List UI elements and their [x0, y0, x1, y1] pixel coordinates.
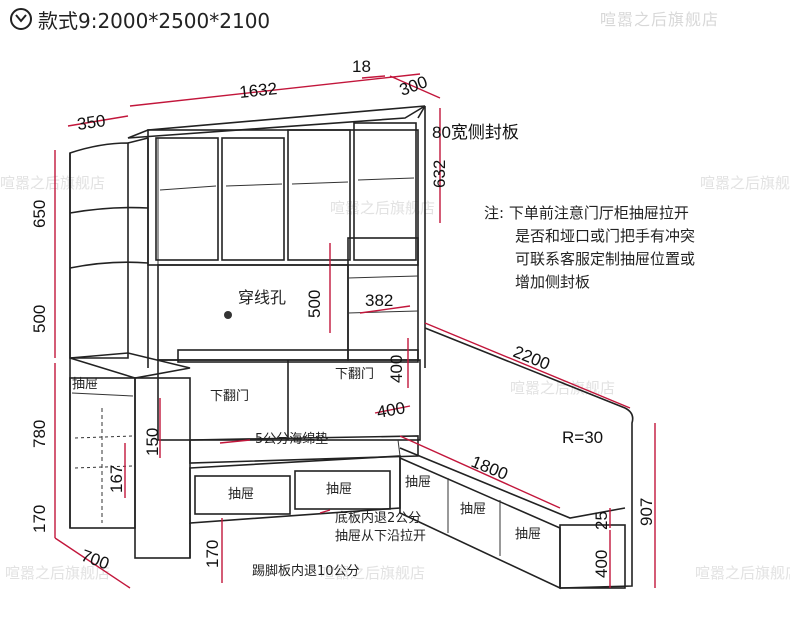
note-line: 注: 下单前注意门厅柜抽屉拉开 [484, 204, 689, 222]
watermark: 喧嚣之后旗舰店 [330, 199, 435, 217]
flip-door-label: 下翻门 [210, 389, 249, 404]
dim-350: 350 [76, 111, 107, 134]
watermark: 喧嚣之后旗舰店 [600, 10, 720, 29]
dim-500-mid: 500 [305, 290, 324, 318]
watermark: 喧嚣之后旗舰店 [695, 564, 790, 582]
watermark: 喧嚣之后旗舰店 [320, 564, 425, 582]
dim-400-depth: 400 [375, 398, 406, 422]
header: 款式9:2000*2500*2100 喧嚣之后旗舰店 [0, 0, 790, 38]
watermark: 喧嚣之后旗舰店 [700, 174, 790, 192]
drawer-label: 抽屉 [228, 487, 254, 502]
drawer-label: 抽屉 [515, 527, 541, 542]
dim-170-kick: 170 [203, 540, 222, 568]
dim-2200: 2200 [511, 342, 553, 374]
note-line: 是否和垭口或门把手有冲突 [515, 227, 695, 245]
dim-400-flip: 400 [387, 355, 406, 383]
dim-650: 650 [30, 200, 49, 228]
order-note: 注: 下单前注意门厅柜抽屉拉开 是否和垭口或门把手有冲突 可联系客服定制抽屉位置… [484, 204, 695, 291]
dim-907: 907 [637, 498, 656, 526]
upper-glass-cabinet [127, 105, 426, 368]
dim-25: 25 [592, 511, 611, 530]
watermark: 喧嚣之后旗舰店 [0, 174, 105, 192]
wire-hole-label: 穿线孔 [238, 288, 286, 307]
drawer-pull-note: 抽屉从下沿拉开 [335, 529, 426, 544]
drawer-label: 抽屉 [405, 475, 431, 490]
page-title: 款式9:2000*2500*2100 [38, 9, 271, 33]
kickboard-note: 踢脚板内退10公分 [252, 563, 360, 579]
drawer-label: 抽屉 [326, 482, 352, 497]
drawer-label: 抽屉 [72, 377, 98, 392]
watermark: 喧嚣之后旗舰店 [510, 379, 615, 397]
drawer-label: 抽屉 [460, 502, 486, 517]
dim-780: 780 [30, 420, 49, 448]
dim-18: 18 [352, 57, 371, 76]
dim-632: 632 [430, 160, 449, 188]
dim-1632: 1632 [238, 79, 278, 102]
flip-door-label: 下翻门 [335, 367, 374, 382]
dim-170-left: 170 [30, 505, 49, 533]
dim-400-seat: 400 [592, 550, 611, 578]
cabinet-diagram: 喧嚣之后旗舰店 喧嚣之后旗舰店 喧嚣之后旗舰店 喧嚣之后旗舰店 喧嚣之后旗舰店 … [0, 57, 790, 590]
dimension-lines [54, 73, 656, 589]
base-note: 底板内退2公分 [335, 510, 421, 526]
right-l-bench [397, 327, 634, 590]
note-line: 可联系客服定制抽屉位置或 [515, 250, 695, 268]
dim-500-left: 500 [30, 305, 49, 333]
middle-desk-section [157, 237, 421, 441]
dim-80-side-panel: 80宽侧封板 [432, 123, 519, 142]
dim-150: 150 [143, 428, 162, 456]
watermark: 喧嚣之后旗舰店 [5, 564, 110, 582]
dim-167: 167 [107, 465, 126, 493]
dim-382: 382 [365, 291, 393, 310]
radius-30: R=30 [562, 428, 603, 447]
chevron-down-icon [10, 8, 32, 30]
note-line: 增加侧封板 [515, 273, 590, 291]
sponge-cushion-label: 5公分海绵垫 [255, 431, 328, 447]
